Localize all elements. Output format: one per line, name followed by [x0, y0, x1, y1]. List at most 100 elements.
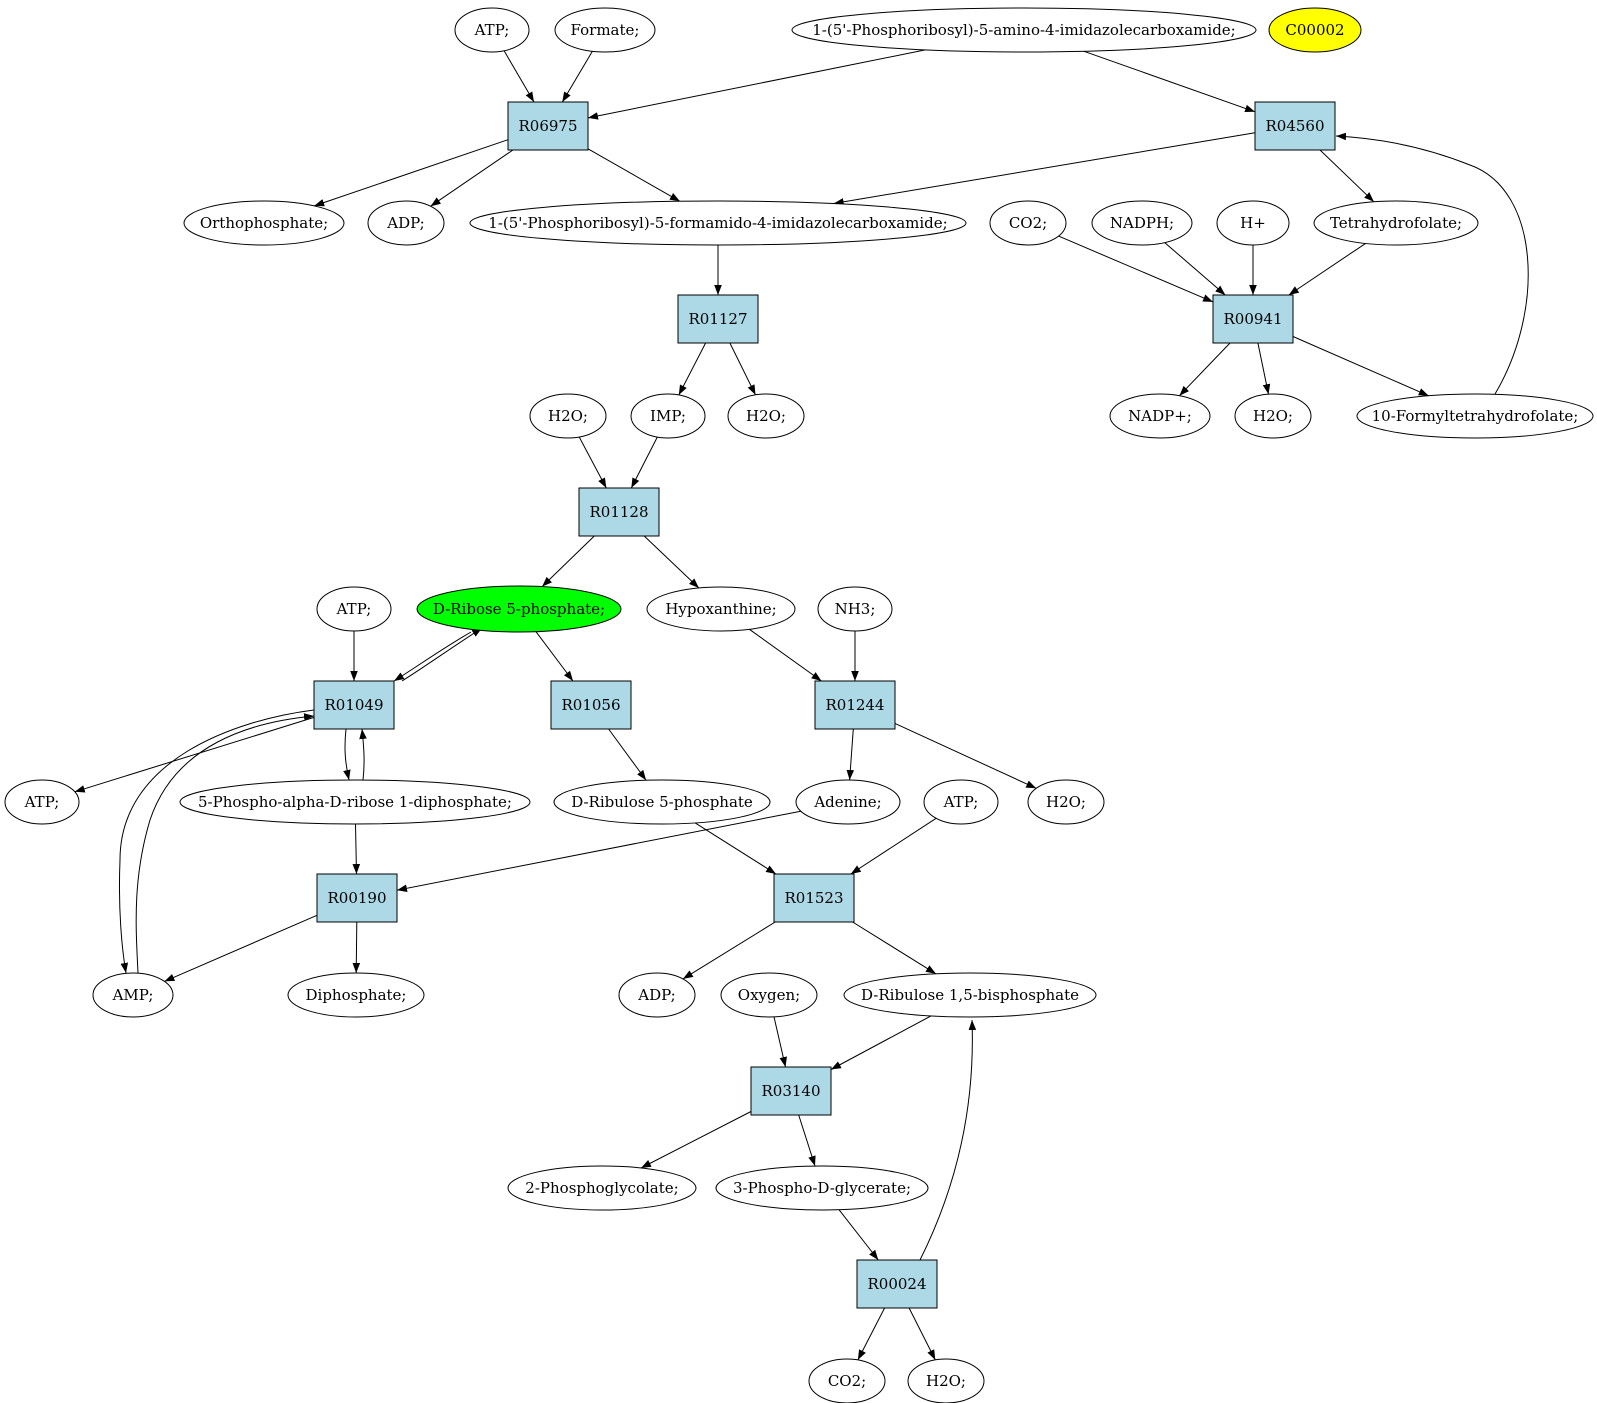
edge-r00024-to-co2b	[857, 1307, 886, 1361]
edge-aicar-to-r06975	[587, 49, 926, 120]
compound-node-imp: IMP;	[630, 393, 706, 439]
edge-r01049-to-amp	[118, 709, 315, 974]
edge-oxygen-to-r03140	[773, 1016, 787, 1068]
reaction-label: R00941	[1223, 310, 1282, 328]
nodes-layer: ATP; Formate; 1-(5'-Phosphoribosyl)-5-amin…	[4, 7, 1594, 1403]
edges-layer	[74, 49, 1529, 1361]
reaction-box	[578, 487, 660, 537]
edge-r00024-to-h2o5	[908, 1307, 936, 1361]
compound-shape	[1268, 7, 1362, 53]
compound-shape	[817, 586, 893, 632]
compound-node-diphosphate: Diphosphate;	[287, 972, 425, 1018]
edge-hypoxanthine-to-r01244	[749, 628, 822, 682]
reaction-box	[507, 101, 589, 151]
compound-node-adp2: ADP;	[618, 972, 696, 1018]
compound-label: CO2;	[1009, 214, 1047, 232]
reaction-label: R01523	[784, 889, 843, 907]
reaction-node-r00024: R00024	[856, 1259, 938, 1309]
compound-node-amp: AMP;	[92, 972, 174, 1018]
compound-node-atp4: ATP;	[923, 779, 999, 825]
edge-r5p-to-r01049	[393, 631, 472, 682]
compound-node-phosphoglycolate: 2-Phosphoglycolate;	[507, 1165, 697, 1211]
reaction-node-r01056: R01056	[550, 680, 632, 730]
compound-shape	[367, 200, 445, 246]
compound-node-nadpplus: NADP+;	[1109, 393, 1211, 439]
compound-label: 10-Formyltetrahydrofolate;	[1372, 407, 1579, 425]
compound-shape	[416, 585, 622, 633]
compound-shape	[529, 393, 607, 439]
compound-label: H2O;	[1253, 407, 1293, 425]
compound-node-orthophosphate: Orthophosphate;	[183, 200, 345, 246]
compound-label: Diphosphate;	[306, 986, 407, 1004]
compound-label: 1-(5'-Phosphoribosyl)-5-amino-4-imidazol…	[812, 21, 1236, 39]
reaction-label: R01056	[561, 696, 620, 714]
compound-shape	[554, 7, 656, 53]
compound-node-h2o1: H2O;	[529, 393, 607, 439]
compound-node-atp2: ATP;	[316, 586, 392, 632]
edge-prpp-to-r00190	[352, 823, 361, 875]
edge-r01128-to-hypoxanthine	[643, 535, 700, 589]
edge-r5p-to-r01056	[535, 631, 574, 682]
reaction-label: R01244	[825, 696, 884, 714]
reaction-label: R04560	[1265, 117, 1324, 135]
compound-node-aicar: 1-(5'-Phosphoribosyl)-5-amino-4-imidazol…	[791, 7, 1257, 53]
compound-label: Tetrahydrofolate;	[1330, 214, 1462, 232]
compound-shape	[1313, 200, 1479, 246]
compound-shape	[92, 972, 174, 1018]
compound-node-hypoxanthine: Hypoxanthine;	[646, 586, 796, 632]
edge-r06975-to-faicar	[587, 148, 681, 202]
reaction-box	[750, 1066, 832, 1116]
reaction-box	[677, 294, 759, 344]
edge-co2a-to-r00941	[1058, 235, 1214, 303]
compound-label: NH3;	[835, 600, 876, 618]
compound-shape	[1027, 779, 1105, 825]
compound-shape	[553, 779, 771, 825]
reaction-node-r00941: R00941	[1212, 294, 1294, 344]
edge-aicar-to-r04560	[1083, 50, 1256, 113]
edge-atp1-to-r06975	[503, 50, 535, 103]
edge-rubp-to-r03140	[830, 1015, 932, 1070]
reaction-box	[814, 680, 896, 730]
reaction-node-r01128: R01128	[578, 487, 660, 537]
compound-node-faicar: 1-(5'-Phosphoribosyl)-5-formamido-4-imid…	[469, 200, 967, 246]
compound-label: IMP;	[650, 407, 686, 425]
compound-label: Adenine;	[813, 793, 881, 811]
edge-r01523-to-rubp	[852, 921, 937, 975]
compound-label: Oxygen;	[738, 986, 800, 1004]
compound-shape	[791, 7, 1257, 53]
compound-shape	[618, 972, 696, 1018]
compound-label: ATP;	[336, 600, 372, 618]
reaction-box	[550, 680, 632, 730]
edge-r01049-to-r5p	[401, 627, 483, 682]
compound-node-c00002: C00002	[1268, 7, 1362, 53]
compound-label: D-Ribulose 5-phosphate	[571, 793, 753, 811]
edge-r06975-to-adp1	[430, 149, 514, 207]
reaction-box	[1254, 101, 1336, 151]
compound-shape	[907, 1358, 985, 1403]
compound-shape	[923, 779, 999, 825]
reaction-box	[773, 873, 855, 923]
edge-atp4-to-r01523	[850, 817, 937, 875]
compound-node-nadph: NADPH;	[1091, 200, 1193, 246]
edge-r01244-to-h2o4	[894, 722, 1037, 789]
compound-label: AMP;	[112, 986, 154, 1004]
reaction-node-r03140: R03140	[750, 1066, 832, 1116]
compound-node-atp3: ATP;	[4, 779, 80, 825]
edge-adenine-to-r00190	[396, 810, 801, 893]
reaction-node-r04560: R04560	[1254, 101, 1336, 151]
compound-label: H2O;	[926, 1372, 966, 1390]
reaction-node-r01244: R01244	[814, 680, 896, 730]
compound-label: H2O;	[548, 407, 588, 425]
compound-label: H2O;	[746, 407, 786, 425]
compound-shape	[1356, 393, 1594, 439]
compound-label: D-Ribulose 1,5-bisphosphate	[861, 986, 1079, 1004]
compound-shape	[469, 200, 967, 246]
compound-node-ru5p: D-Ribulose 5-phosphate	[553, 779, 771, 825]
compound-label: ATP;	[943, 793, 979, 811]
compound-label: ADP;	[386, 214, 424, 232]
compound-label: Formate;	[571, 21, 640, 39]
compound-node-hplus: H+	[1216, 200, 1290, 246]
edge-r01523-to-adp2	[682, 921, 776, 980]
reaction-label: R00190	[327, 889, 386, 907]
